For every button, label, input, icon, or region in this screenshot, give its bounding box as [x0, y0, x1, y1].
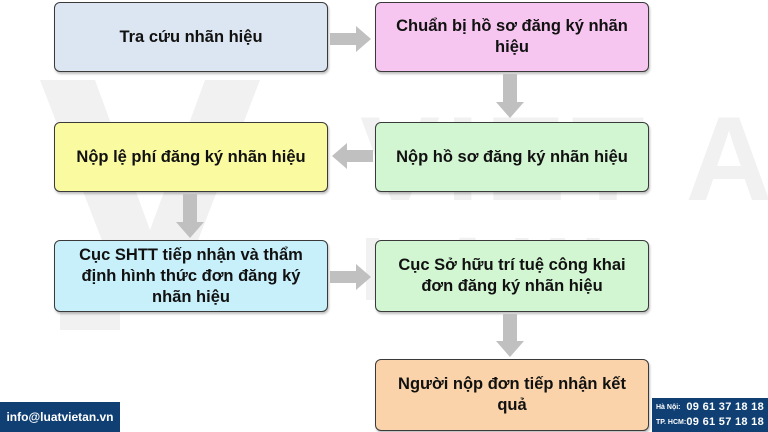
- step-label: Cục SHTT tiếp nhận và thẩm định hình thứ…: [79, 245, 303, 306]
- step-label: Cục Sở hữu trí tuệ công khai đơn đăng ký…: [398, 256, 626, 295]
- step-label: Nộp hồ sơ đăng ký nhãn hiệu: [396, 147, 628, 166]
- hanoi-phone[interactable]: 09 61 37 18 18: [686, 401, 764, 413]
- step-label: Chuẩn bị hồ sơ đăng ký nhãn hiệu: [396, 17, 628, 56]
- hcm-label: TP. HCM:: [656, 419, 687, 426]
- arrow-right-icon: [330, 26, 371, 52]
- hanoi-label: Hà Nội:: [656, 404, 681, 411]
- email-text[interactable]: info@luatvietan.vn: [6, 410, 114, 424]
- arrow-down-icon: [496, 74, 524, 118]
- step-label: Tra cứu nhãn hiệu: [119, 27, 263, 46]
- step-label: Người nộp đơn tiếp nhận kết quả: [398, 375, 626, 414]
- hanoi-phone-row[interactable]: Hà Nội: 09 61 37 18 18: [656, 400, 764, 415]
- step-receive-result: Người nộp đơn tiếp nhận kết quả: [375, 359, 649, 431]
- step-formal-examination: Cục SHTT tiếp nhận và thẩm định hình thứ…: [54, 240, 328, 312]
- step-pay-fee: Nộp lệ phí đăng ký nhãn hiệu: [54, 122, 328, 192]
- step-publication: Cục Sở hữu trí tuệ công khai đơn đăng ký…: [375, 240, 649, 312]
- hcm-phone[interactable]: 09 61 57 18 18: [686, 416, 764, 428]
- footer-phones: Hà Nội: 09 61 37 18 18 TP. HCM: 09 61 57…: [652, 398, 768, 432]
- arrow-down-icon: [496, 314, 524, 357]
- arrow-right-icon: [330, 264, 371, 290]
- hcm-phone-row[interactable]: TP. HCM: 09 61 57 18 18: [656, 415, 764, 430]
- arrow-left-icon: [332, 143, 373, 169]
- arrow-down-icon: [176, 194, 204, 238]
- step-prepare-dossier: Chuẩn bị hồ sơ đăng ký nhãn hiệu: [375, 2, 649, 72]
- step-search-trademark: Tra cứu nhãn hiệu: [54, 2, 328, 72]
- footer-email[interactable]: info@luatvietan.vn: [0, 402, 120, 432]
- step-submit-dossier: Nộp hồ sơ đăng ký nhãn hiệu: [375, 122, 649, 192]
- step-label: Nộp lệ phí đăng ký nhãn hiệu: [76, 147, 306, 166]
